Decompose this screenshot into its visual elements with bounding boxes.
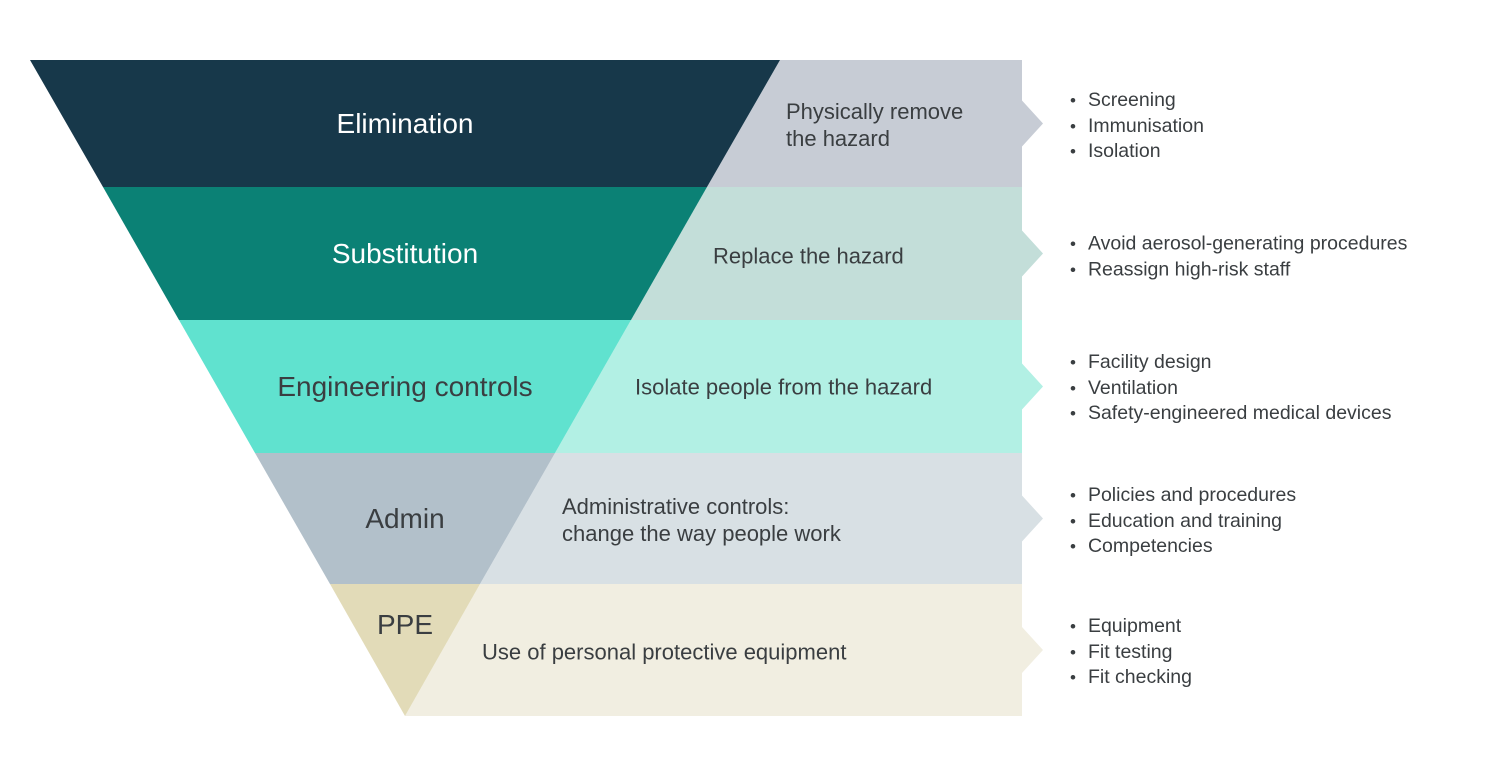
example-item: Facility design — [1070, 350, 1391, 376]
example-item: Isolation — [1070, 139, 1204, 165]
example-text: Competencies — [1087, 534, 1213, 557]
level-description-admin: Administrative controls: change the way … — [562, 494, 841, 546]
level-label-elimination: Elimination — [336, 108, 474, 139]
level-description-elimination: Physically remove the hazard — [786, 99, 964, 151]
example-text: Policies and procedures — [1087, 483, 1297, 506]
examples-list-ppe: Equipment Fit testing Fit checking — [1070, 614, 1192, 691]
examples-list-admin: Policies and procedures Education and tr… — [1070, 483, 1296, 560]
example-item: Equipment — [1070, 614, 1192, 640]
example-text: Avoid aerosol-generating procedures — [1087, 232, 1408, 255]
examples-list-engineering-controls: Facility design Ventilation Safety-engin… — [1070, 350, 1392, 427]
example-text: Screening — [1087, 88, 1176, 111]
example-text: Fit checking — [1087, 665, 1192, 688]
example-item: Policies and procedures — [1070, 483, 1296, 509]
band-arrow-admin — [480, 453, 1043, 584]
example-item: Screening — [1070, 88, 1204, 114]
examples-list-substitution: Avoid aerosol-generating procedures Reas… — [1070, 232, 1407, 283]
example-item: Safety-engineered medical devices — [1070, 401, 1392, 427]
example-text: Ventilation — [1087, 376, 1178, 399]
level-description-ppe: Use of personal protective equipment — [482, 639, 847, 665]
example-item: Education and training — [1070, 508, 1296, 534]
example-text: Fit testing — [1087, 640, 1173, 663]
example-text: Equipment — [1087, 614, 1182, 637]
level-description-engineering-controls: Isolate people from the hazard — [635, 374, 933, 400]
example-text: Isolation — [1087, 139, 1161, 162]
level-label-ppe: PPE — [376, 609, 434, 640]
example-item: Fit testing — [1070, 639, 1192, 665]
example-text: Education and training — [1087, 509, 1283, 532]
band-arrow-elimination — [707, 60, 1043, 187]
funnel-segment-engineering-controls — [179, 320, 631, 453]
example-item: Reassign high-risk staff — [1070, 257, 1407, 283]
level-label-engineering-controls: Engineering controls — [277, 371, 533, 402]
band-arrow-ppe — [405, 584, 1043, 716]
example-text: Facility design — [1087, 350, 1212, 373]
example-text: Reassign high-risk staff — [1087, 258, 1291, 280]
example-item: Immunisation — [1070, 113, 1204, 139]
funnel-segment-substitution — [103, 187, 707, 320]
example-text: Immunisation — [1087, 114, 1204, 137]
level-description-substitution: Replace the hazard — [713, 243, 904, 269]
examples-list-elimination: Screening Immunisation Isolation — [1070, 88, 1204, 165]
example-text: Safety-engineered medical devices — [1087, 401, 1392, 424]
funnel-segment-admin — [255, 453, 555, 584]
funnel-segment-ppe — [330, 584, 480, 716]
funnel-segment-elimination — [30, 60, 780, 187]
level-label-admin: Admin — [365, 503, 445, 534]
band-arrow-engineering-controls — [555, 320, 1043, 453]
example-item: Ventilation — [1070, 375, 1391, 401]
band-arrow-substitution — [631, 187, 1043, 320]
example-item: Competencies — [1070, 534, 1296, 560]
level-label-substitution: Substitution — [331, 238, 479, 269]
example-item: Fit checking — [1070, 665, 1192, 691]
example-item: Avoid aerosol-generating procedures — [1070, 232, 1407, 258]
